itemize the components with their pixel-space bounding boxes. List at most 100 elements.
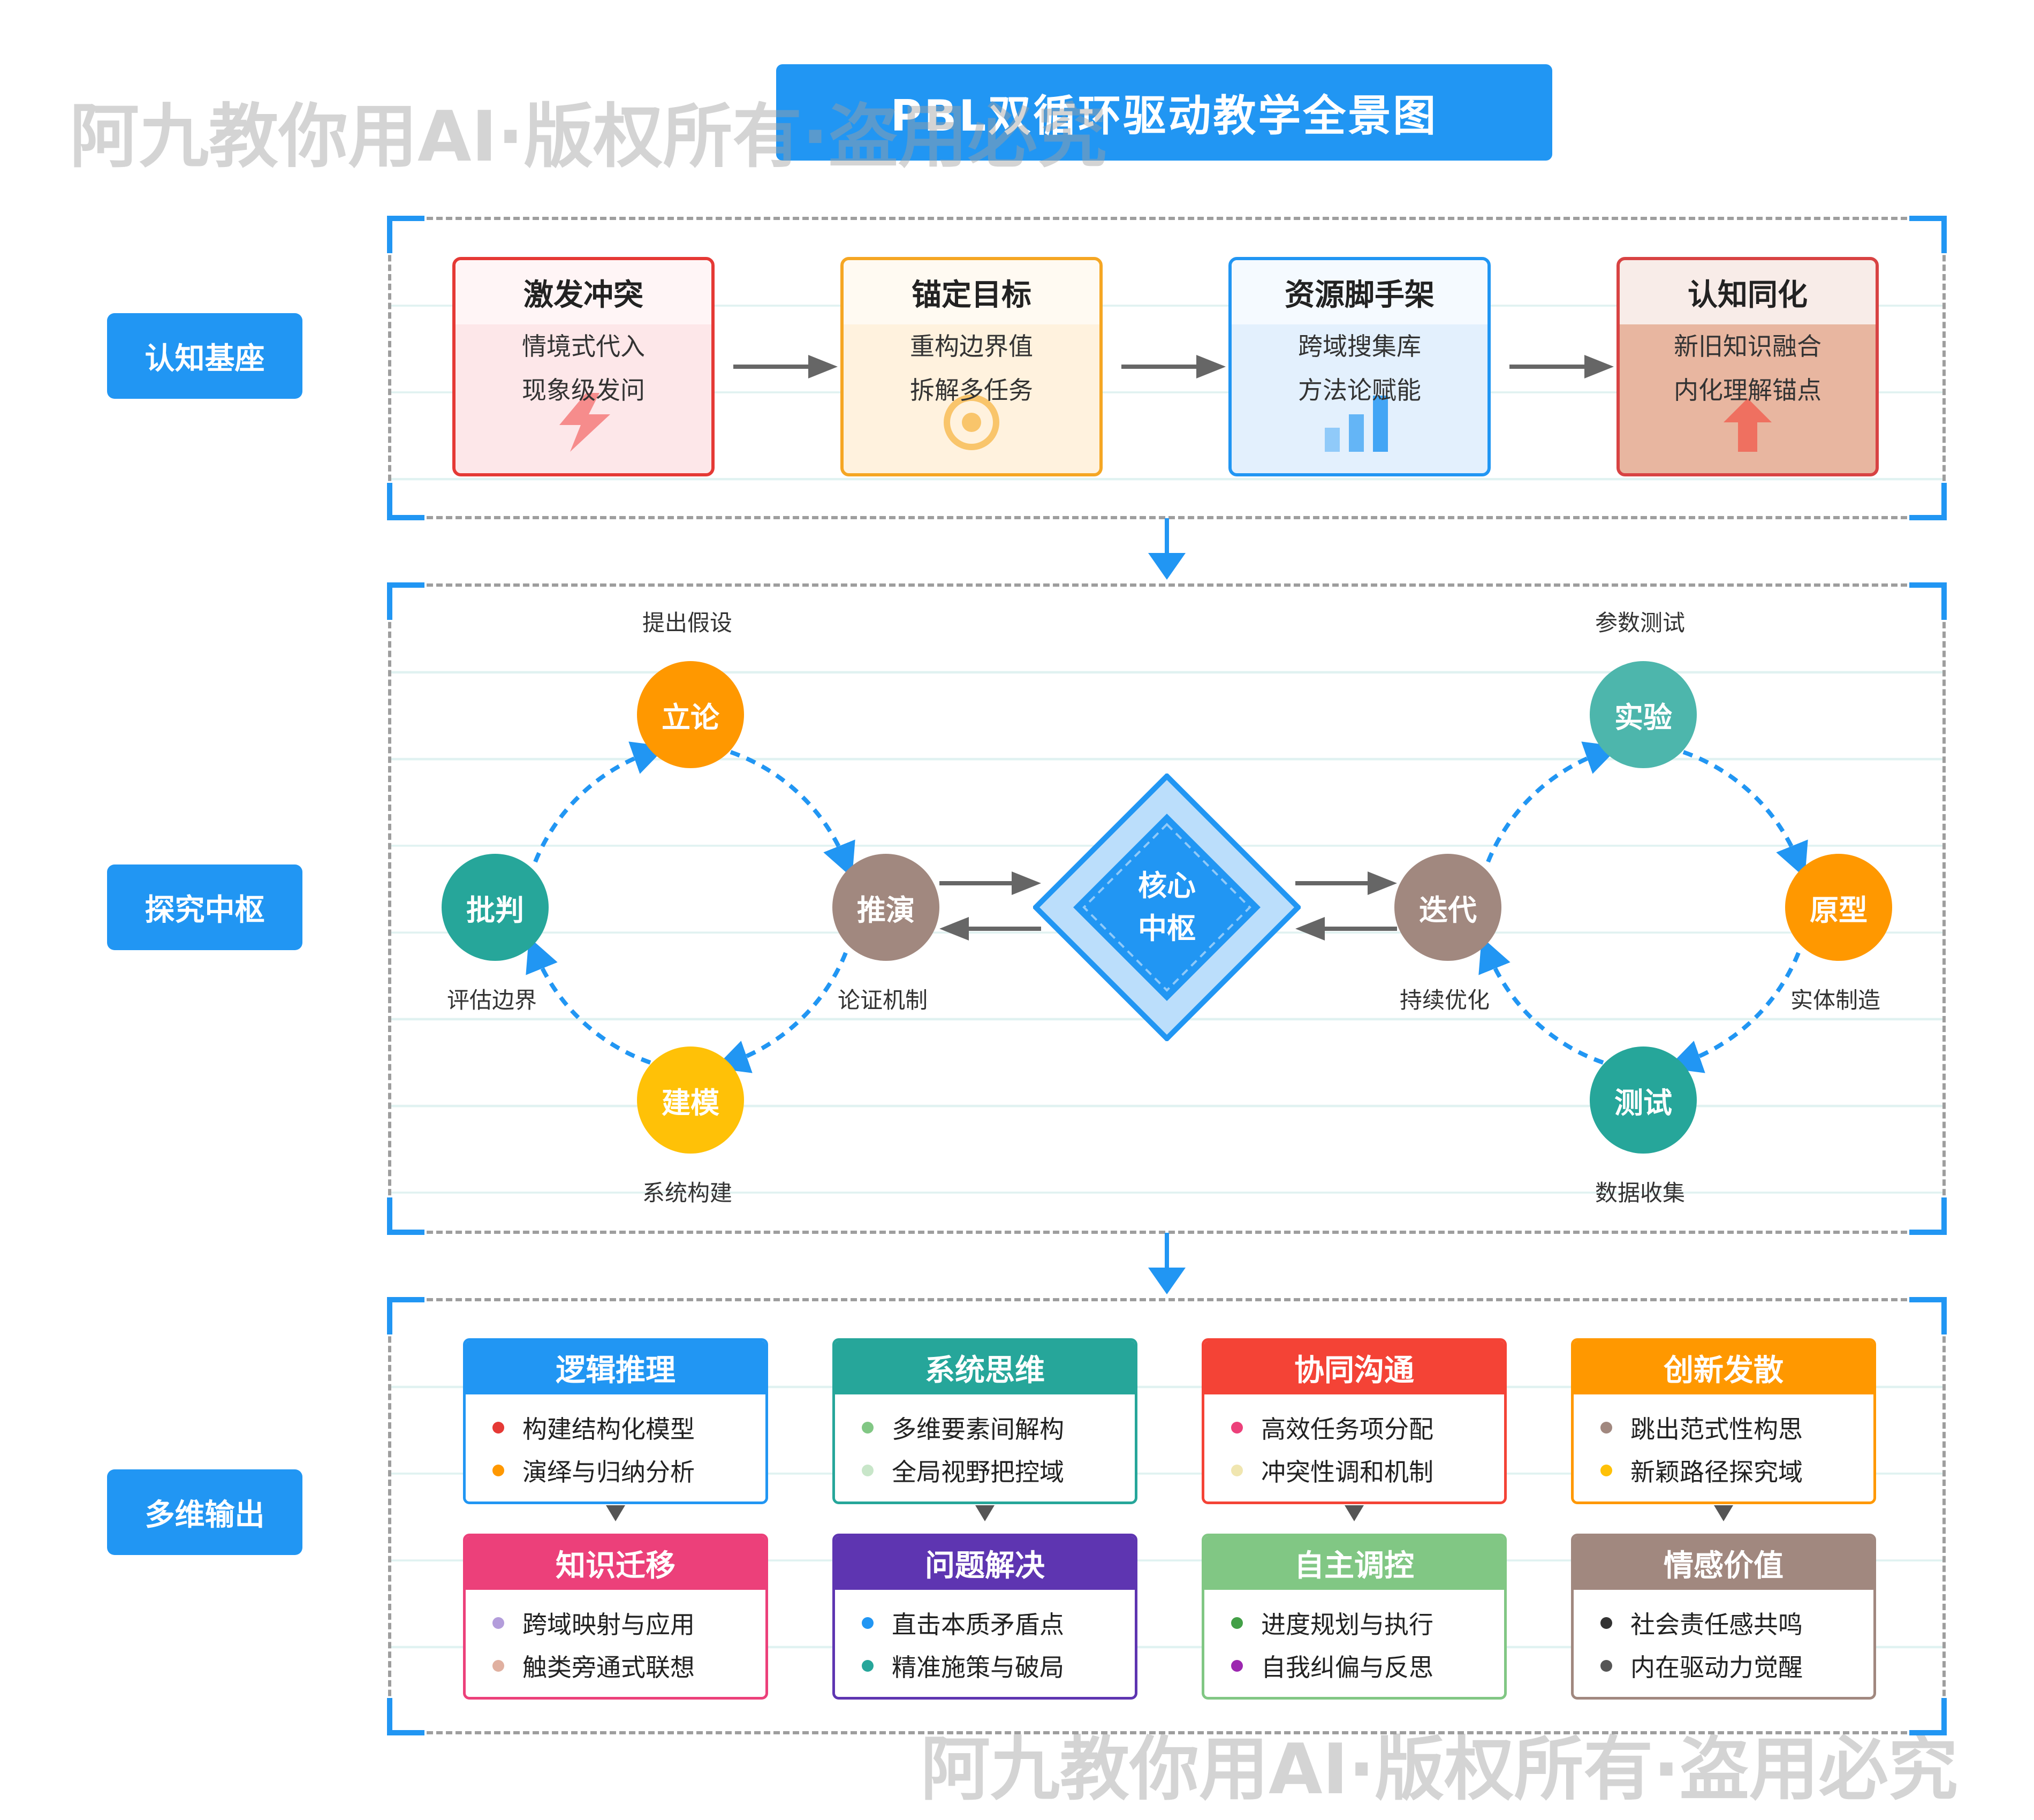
bullet-dot	[1231, 1660, 1243, 1672]
item-text: 多维要素间解构	[892, 1415, 1064, 1444]
bullet-dot	[492, 1422, 504, 1434]
item-text: 冲突性调和机制	[1261, 1458, 1433, 1487]
down-triangle-icon	[1714, 1505, 1733, 1521]
bar-chart-icon	[1232, 393, 1487, 452]
item-text: 高效任务项分配	[1261, 1415, 1433, 1444]
stage-title: 锚定目标	[844, 260, 1099, 324]
bullet-dot	[862, 1660, 874, 1672]
flow-arrow	[733, 355, 838, 378]
bullet-dot	[492, 1617, 504, 1629]
up-arrow-icon	[1620, 398, 1876, 452]
cycle-node-critique: 批判	[442, 854, 549, 961]
output-card-transfer: 知识迁移 跨域映射与应用 触类旁通式联想	[463, 1534, 768, 1700]
bullet-dot	[492, 1465, 504, 1476]
cycle-node-test: 测试	[1590, 1046, 1697, 1154]
cycle-node-deduction: 推演	[832, 854, 939, 961]
bullet-dot	[1600, 1465, 1612, 1476]
node-caption: 持续优化	[1400, 987, 1490, 1013]
item-text: 演绎与归纳分析	[522, 1458, 695, 1487]
bullet-dot	[862, 1465, 874, 1476]
item-text: 精准施策与破局	[892, 1653, 1064, 1682]
item-text: 全局视野把控域	[892, 1458, 1064, 1487]
stage-line: 情境式代入	[522, 332, 645, 361]
stage-card-goal: 锚定目标 重构边界值 拆解多任务	[840, 257, 1103, 476]
list-item: 直击本质矛盾点	[835, 1602, 1135, 1644]
stage-title: 认知同化	[1620, 260, 1876, 324]
node-caption: 提出假设	[642, 610, 733, 636]
target-icon	[844, 393, 1099, 452]
bullet-dot	[492, 1660, 504, 1672]
section-label-output: 多维输出	[107, 1469, 302, 1555]
stage-card-conflict: 激发冲突 情境式代入 现象级发问	[452, 257, 715, 476]
output-title: 创新发散	[1574, 1341, 1873, 1394]
list-item: 触类旁通式联想	[466, 1644, 765, 1687]
bullet-dot	[1231, 1465, 1243, 1476]
list-item: 进度规划与执行	[1204, 1602, 1504, 1644]
list-item: 跳出范式性构思	[1574, 1406, 1873, 1449]
cycle-node-prototype: 原型	[1785, 854, 1892, 961]
output-title: 知识迁移	[466, 1536, 765, 1590]
output-card-collaboration: 协同沟通 高效任务项分配 冲突性调和机制	[1202, 1338, 1507, 1504]
stage-line: 跨域搜集库	[1298, 332, 1421, 361]
list-item: 新颖路径探究域	[1574, 1449, 1873, 1492]
item-text: 内在驱动力觉醒	[1630, 1653, 1803, 1682]
item-text: 直击本质矛盾点	[892, 1610, 1064, 1639]
list-item: 冲突性调和机制	[1204, 1449, 1504, 1492]
cycle-node-modeling: 建模	[637, 1046, 744, 1154]
list-item: 精准施策与破局	[835, 1644, 1135, 1687]
lightning-icon	[456, 393, 711, 452]
output-title: 协同沟通	[1204, 1341, 1504, 1394]
list-item: 构建结构化模型	[466, 1406, 765, 1449]
list-item: 全局视野把控域	[835, 1449, 1135, 1492]
output-card-logic: 逻辑推理 构建结构化模型 演绎与归纳分析	[463, 1338, 768, 1504]
stage-line: 内化理解锚点	[1674, 376, 1822, 405]
section-label-inquiry: 探究中枢	[107, 864, 302, 950]
output-card-emotional-value: 情感价值 社会责任感共鸣 内在驱动力觉醒	[1571, 1534, 1876, 1700]
down-triangle-icon	[1345, 1505, 1364, 1521]
bullet-dot	[1600, 1422, 1612, 1434]
output-card-systems: 系统思维 多维要素间解构 全局视野把控域	[832, 1338, 1137, 1504]
section-label-cognitive: 认知基座	[107, 313, 302, 399]
list-item: 内在驱动力觉醒	[1574, 1644, 1873, 1687]
node-caption: 系统构建	[642, 1180, 733, 1206]
bullet-dot	[1600, 1617, 1612, 1629]
cycle-node-argument: 立论	[637, 661, 744, 768]
item-text: 构建结构化模型	[522, 1415, 695, 1444]
stage-card-resources: 资源脚手架 跨域搜集库 方法论赋能	[1228, 257, 1491, 476]
stage-line: 重构边界值	[910, 332, 1033, 361]
page-title: PBL双循环驱动教学全景图	[776, 64, 1552, 161]
item-text: 跳出范式性构思	[1630, 1415, 1803, 1444]
output-title: 自主调控	[1204, 1536, 1504, 1590]
list-item: 高效任务项分配	[1204, 1406, 1504, 1449]
flow-arrow	[1509, 355, 1614, 378]
node-caption: 实体制造	[1790, 987, 1881, 1013]
item-text: 自我纠偏与反思	[1261, 1653, 1433, 1682]
stage-line: 拆解多任务	[910, 376, 1033, 405]
output-card-self-regulation: 自主调控 进度规划与执行 自我纠偏与反思	[1202, 1534, 1507, 1700]
down-arrow	[1148, 518, 1186, 580]
list-item: 自我纠偏与反思	[1204, 1644, 1504, 1687]
node-caption: 数据收集	[1595, 1180, 1686, 1206]
list-item: 多维要素间解构	[835, 1406, 1135, 1449]
output-title: 逻辑推理	[466, 1341, 765, 1394]
output-title: 问题解决	[835, 1536, 1135, 1590]
cycle-node-experiment: 实验	[1590, 661, 1697, 768]
stage-line: 新旧知识融合	[1674, 332, 1822, 361]
node-caption: 论证机制	[838, 987, 928, 1013]
core-hub-diamond	[1033, 774, 1301, 1041]
list-item: 跨域映射与应用	[466, 1602, 765, 1644]
output-card-problem-solving: 问题解决 直击本质矛盾点 精准施策与破局	[832, 1534, 1137, 1700]
core-hub-label: 核心 中枢	[1113, 864, 1220, 950]
item-text: 社会责任感共鸣	[1630, 1610, 1803, 1639]
down-arrow	[1148, 1233, 1186, 1294]
node-caption: 参数测试	[1595, 610, 1686, 636]
list-item: 社会责任感共鸣	[1574, 1602, 1873, 1644]
down-triangle-icon	[606, 1505, 625, 1521]
output-title: 系统思维	[835, 1341, 1135, 1394]
stage-title: 激发冲突	[456, 260, 711, 324]
node-caption: 评估边界	[447, 987, 537, 1013]
list-item: 演绎与归纳分析	[466, 1449, 765, 1492]
hub-line: 核心	[1138, 869, 1196, 903]
cycle-node-iterate: 迭代	[1394, 854, 1501, 961]
stage-line: 现象级发问	[522, 376, 645, 405]
